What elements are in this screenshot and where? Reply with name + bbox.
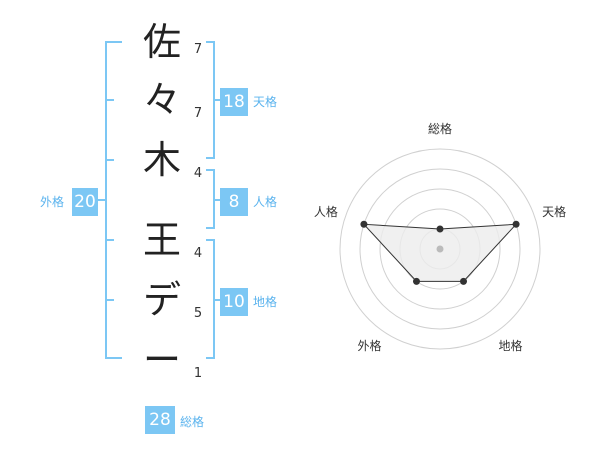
radar-point-3 (460, 277, 468, 285)
stroke-count-2: 7 (193, 106, 203, 121)
name-char-3: 木 (142, 138, 181, 182)
stroke-count-1: 7 (193, 42, 203, 57)
radar-point-1 (436, 225, 444, 233)
radar-polygon (362, 223, 518, 282)
gaikaku-value: 20 (72, 188, 98, 216)
radar-axis-label: 外格 (357, 338, 381, 353)
name-char-5: デ (142, 278, 181, 322)
radar-axis-label: 地格 (499, 338, 523, 353)
stroke-count-6: 1 (193, 366, 203, 381)
radar-grid-ring (359, 168, 521, 330)
stroke-count-4: 4 (193, 246, 203, 261)
radar-axis-label: 天格 (542, 204, 566, 219)
chikaku-label: 地格 (253, 295, 278, 309)
radar-grid-ring (379, 188, 501, 310)
gaikaku-label: 外格 (40, 195, 65, 209)
radar-axis-label: 総格 (428, 121, 452, 136)
soukaku-value: 28 (145, 406, 175, 434)
tenkaku-value: 18 (220, 88, 248, 116)
radar-grid-ring (339, 148, 541, 350)
radar-axis-label: 人格 (314, 204, 338, 219)
name-char-2: 々 (142, 78, 181, 122)
stroke-count-5: 5 (193, 306, 203, 321)
name-char-4: 王 (142, 218, 181, 262)
name-char-6: ー (142, 338, 181, 382)
radar-center-dot (436, 245, 444, 253)
jinkaku-value: 8 (220, 188, 248, 216)
stroke-count-3: 4 (193, 166, 203, 181)
tenkaku-label: 天格 (253, 95, 278, 109)
radar-point-5 (360, 220, 368, 228)
radar-point-4 (412, 277, 420, 285)
soukaku-label: 総格 (180, 415, 205, 429)
chikaku-value: 10 (220, 288, 248, 316)
jinkaku-label: 人格 (253, 195, 278, 209)
name-char-1: 佐 (142, 20, 181, 64)
radar-point-2 (512, 220, 520, 228)
